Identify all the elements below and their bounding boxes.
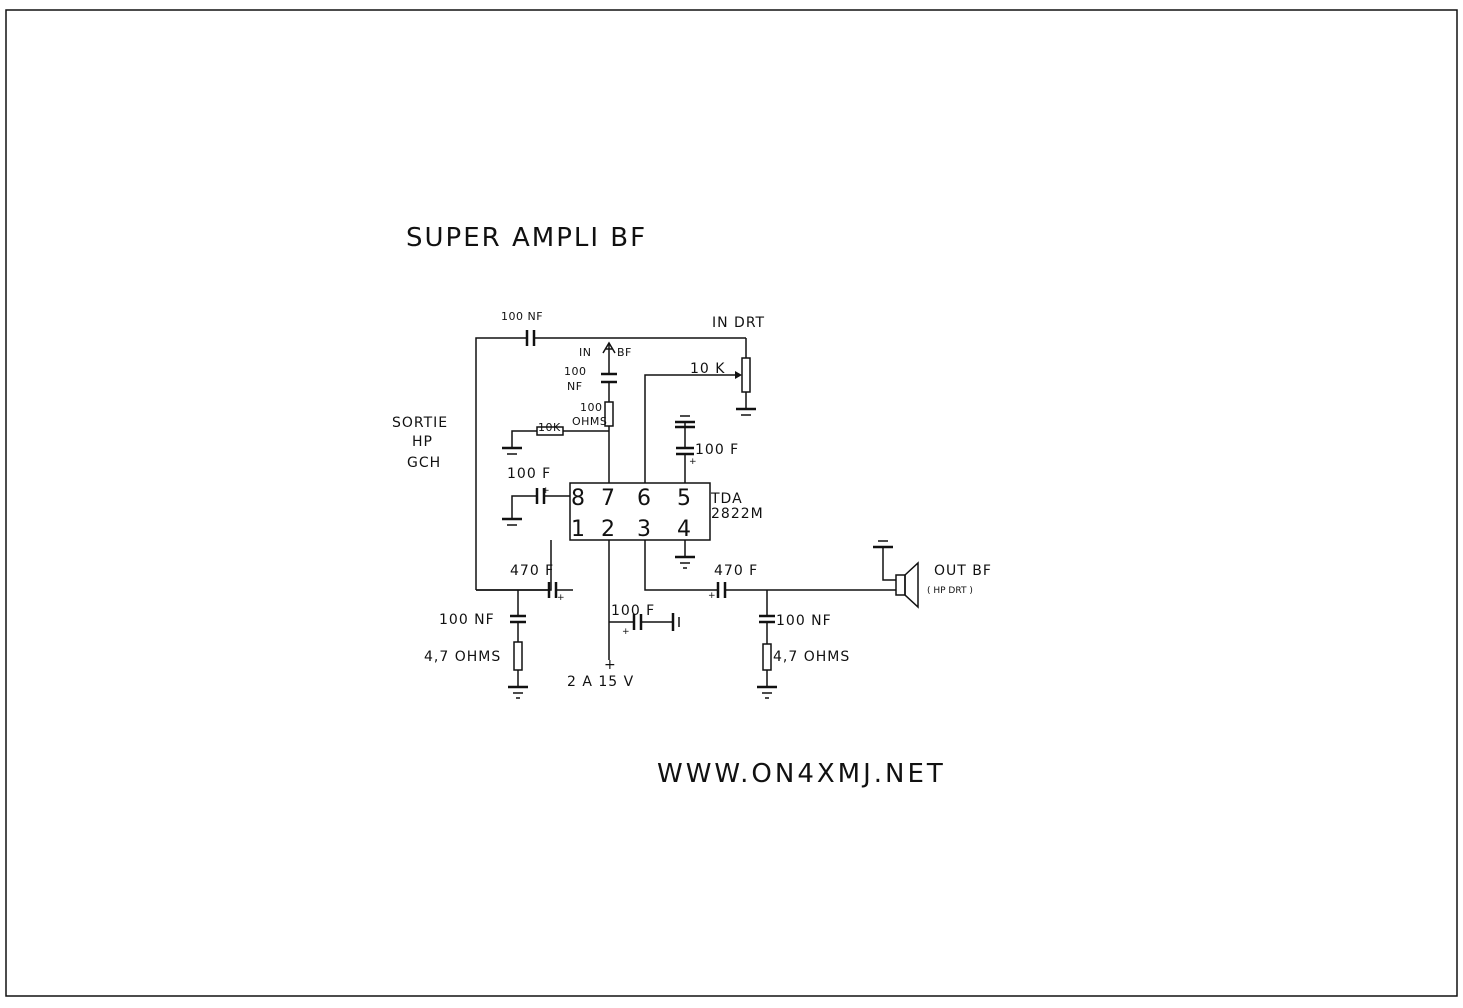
page-title: SUPER AMPLI BF xyxy=(406,223,647,253)
capacitor-zobel-right xyxy=(759,614,775,624)
label-c-zobel-right: 100 NF xyxy=(776,613,832,629)
ic-pin-1: 1 xyxy=(571,517,585,542)
label-supply-plus: + xyxy=(604,657,617,673)
resistor-zobel-left xyxy=(513,641,523,671)
label-pin5-plus: + xyxy=(689,457,697,467)
ground-symbols xyxy=(502,407,893,699)
capacitor-input xyxy=(601,372,617,384)
ground-icon xyxy=(502,517,522,526)
resistor-zobel-right xyxy=(762,643,772,671)
label-hp-drt: ( HP DRT ) xyxy=(927,586,973,596)
label-supply-cap-plus: + xyxy=(622,627,630,637)
label-sortie: SORTIE xyxy=(392,415,448,431)
label-pot: 10 K xyxy=(690,361,725,377)
label-in-drt: IN DRT xyxy=(712,315,765,331)
label-c-out-right: 470 F xyxy=(714,563,758,579)
ic-pin-7: 7 xyxy=(601,486,615,511)
capacitor-output-left xyxy=(547,582,558,598)
ic-pin-2: 2 xyxy=(601,517,615,542)
label-c-in-value: 100 xyxy=(564,365,587,378)
label-in-bf-right: BF xyxy=(617,346,632,359)
label-r-in-unit: OHMS xyxy=(572,415,607,428)
speaker-icon xyxy=(895,561,919,609)
resistor-input-100-ohms xyxy=(604,401,614,427)
label-in-bf-left: IN xyxy=(579,346,591,359)
capacitor-feedback xyxy=(525,330,536,346)
ground-icon xyxy=(675,555,695,569)
capacitor-zobel-left xyxy=(510,614,526,624)
ground-icon xyxy=(736,407,756,416)
ic-pin-4: 4 xyxy=(677,517,691,542)
capacitor-supply xyxy=(632,614,643,630)
ic-pin-3: 3 xyxy=(637,517,651,542)
ground-icon xyxy=(873,540,893,549)
ic-name-line2: 2822M xyxy=(711,506,764,522)
tda2822m-ic xyxy=(569,482,711,541)
input-bf-terminal xyxy=(602,341,616,361)
ground-icon xyxy=(757,685,777,699)
label-c-zobel-left: 100 NF xyxy=(439,612,495,628)
ic-pin-8: 8 xyxy=(571,486,585,511)
resistor-10k xyxy=(536,426,564,436)
website-url: WWW.ON4XMJ.NET xyxy=(657,759,946,789)
page-frame xyxy=(5,9,1458,997)
ic-pin-5: 5 xyxy=(677,486,691,511)
ground-icon xyxy=(502,446,522,455)
label-c-in-unit: NF xyxy=(567,380,583,393)
label-r-10k: 10K xyxy=(538,421,561,434)
label-sortie-hp: HP xyxy=(412,434,433,450)
label-out-bf: OUT BF xyxy=(934,563,992,579)
ic-pin-6: 6 xyxy=(637,486,651,511)
label-c-supply: 100 F xyxy=(611,603,655,619)
label-r-in-value: 100 xyxy=(580,401,603,414)
label-r-zobel-left: 4,7 OHMS xyxy=(424,649,501,665)
ground-icon xyxy=(671,613,680,631)
label-c-pin8: 100 F xyxy=(507,466,551,482)
label-c-feedback: 100 NF xyxy=(501,310,543,323)
label-r-zobel-right: 4,7 OHMS xyxy=(773,649,850,665)
capacitor-pin8 xyxy=(535,488,546,504)
label-pin8-plus: + xyxy=(542,486,550,496)
label-sortie-gch: GCH xyxy=(407,455,441,471)
ground-icon xyxy=(508,685,528,699)
label-out-right-plus: + xyxy=(708,591,716,601)
wiring xyxy=(475,337,896,686)
ic-name-line1: TDA xyxy=(710,491,743,507)
ground-icon xyxy=(675,415,695,438)
label-supply: 2 A 15 V xyxy=(567,674,634,690)
label-c-pin5: 100 F xyxy=(695,442,739,458)
capacitor-output-right xyxy=(716,582,727,598)
potentiometer-10k xyxy=(735,357,751,393)
label-out-left-plus: + xyxy=(557,593,565,603)
capacitor-pin5 xyxy=(676,446,694,456)
label-c-out-left: 470 F xyxy=(510,563,554,579)
